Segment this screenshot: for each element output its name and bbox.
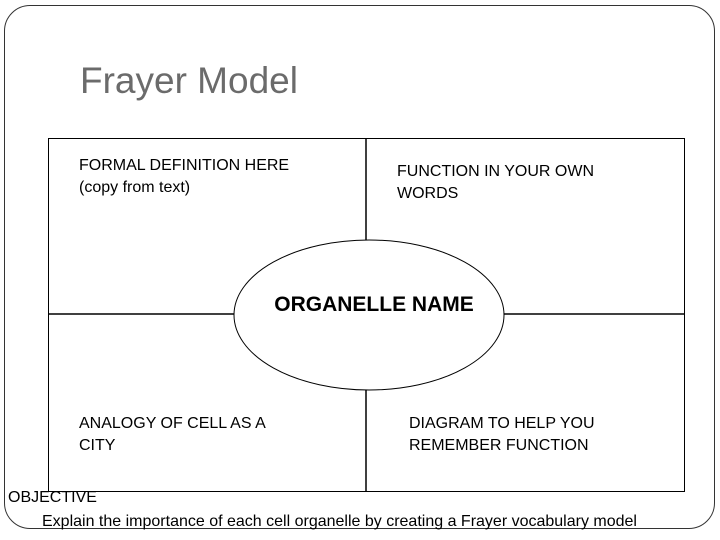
quadrant-diagram: DIAGRAM TO HELP YOU REMEMBER FUNCTION xyxy=(409,413,595,457)
slide-frame xyxy=(4,5,715,529)
quadrant-text: WORDS xyxy=(397,185,459,202)
quadrant-text: CITY xyxy=(79,437,116,454)
center-ellipse xyxy=(233,239,505,391)
quadrant-text: ANALOGY OF CELL AS A xyxy=(79,415,266,432)
quadrant-text: (copy from text) xyxy=(79,179,191,196)
slide-title: Frayer Model xyxy=(80,60,298,101)
objective-text: Explain the importance of each cell orga… xyxy=(42,513,637,530)
quadrant-text: DIAGRAM TO HELP YOU xyxy=(409,415,595,432)
quadrant-analogy: ANALOGY OF CELL AS A CITY xyxy=(79,413,266,457)
quadrant-function: FUNCTION IN YOUR OWN WORDS xyxy=(397,161,594,205)
quadrant-definition: FORMAL DEFINITION HERE (copy from text) xyxy=(79,155,289,199)
quadrant-text: FORMAL DEFINITION HERE xyxy=(79,157,290,174)
objective-heading: OBJECTIVE xyxy=(8,489,97,506)
quadrant-text: REMEMBER FUNCTION xyxy=(409,437,589,454)
organelle-name-label: ORGANELLE NAME xyxy=(274,293,474,316)
quadrant-text: FUNCTION IN YOUR OWN xyxy=(397,163,595,180)
